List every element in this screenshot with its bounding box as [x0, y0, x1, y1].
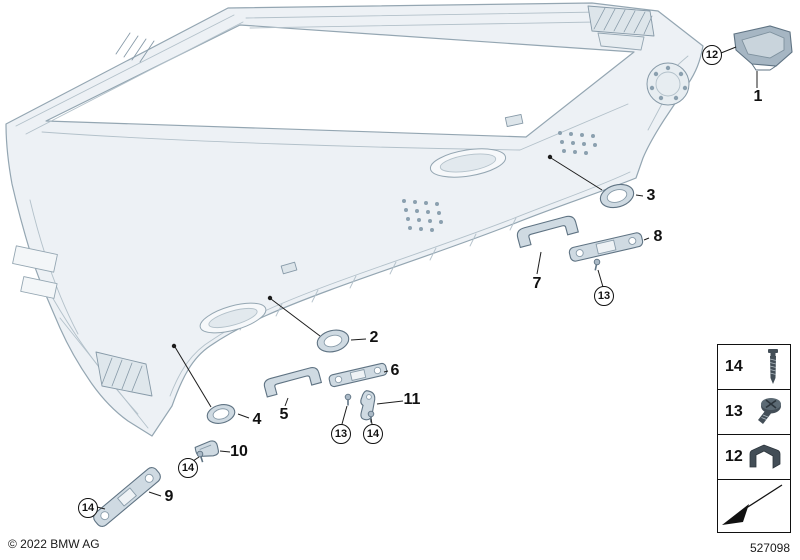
direction-of-travel-icon: [722, 484, 783, 525]
roof-frame-drawing: [5, 2, 704, 437]
screw-icon: [768, 349, 778, 384]
callout-part-2[interactable]: 2: [369, 329, 379, 346]
legend-label-14: 14: [725, 358, 743, 375]
part-3-drawing: [599, 183, 635, 209]
part-7-drawing: [516, 215, 579, 249]
legend-row-13[interactable]: 13: [718, 390, 790, 435]
leader-lines: [96, 46, 758, 510]
diagram-number: 527098: [749, 541, 790, 555]
perforation-detail: [402, 131, 597, 232]
callout-part-7[interactable]: 7: [532, 275, 542, 292]
part-4-drawing: [206, 404, 236, 424]
fastener-legend: 14 13: [717, 344, 791, 533]
legend-direction-cell: [718, 480, 790, 532]
legend-row-14[interactable]: 14: [718, 345, 790, 390]
callout-part-1[interactable]: 1: [753, 88, 763, 105]
left-quarter-detail: [12, 245, 153, 397]
spring-clip-icon: [749, 444, 781, 469]
small-screw-drawing: [196, 258, 601, 463]
callout-part-10[interactable]: 10: [230, 443, 248, 460]
part-5-drawing: [263, 367, 323, 398]
callout-part-14[interactable]: 14: [363, 424, 383, 444]
legend-label-13: 13: [725, 403, 743, 420]
callout-part-5[interactable]: 5: [279, 406, 289, 423]
callout-part-12[interactable]: 12: [702, 45, 722, 65]
callout-part-14[interactable]: 14: [78, 498, 98, 518]
copyright-notice: © 2022 BMW AG: [8, 537, 100, 551]
callout-part-14[interactable]: 14: [178, 458, 198, 478]
handle-recess-detail: [199, 148, 507, 334]
part-2-drawing: [316, 329, 350, 353]
cassette-detail: [587, 5, 655, 51]
callout-part-9[interactable]: 9: [164, 488, 174, 505]
part-9-drawing: [93, 467, 161, 527]
callout-part-13[interactable]: 13: [331, 424, 351, 444]
legend-label-12: 12: [725, 448, 743, 465]
callout-part-4[interactable]: 4: [252, 411, 262, 428]
callout-part-3[interactable]: 3: [646, 187, 656, 204]
part-1-drawing: [733, 25, 793, 71]
part-6-drawing: [328, 362, 388, 388]
pan-head-screw-icon: [758, 398, 781, 424]
callout-part-8[interactable]: 8: [653, 228, 663, 245]
callout-part-11[interactable]: 11: [403, 391, 421, 408]
callout-part-6[interactable]: 6: [390, 362, 400, 379]
callout-part-13[interactable]: 13: [594, 286, 614, 306]
speaker-detail: [646, 62, 690, 106]
part-8-drawing: [568, 232, 644, 262]
legend-row-12[interactable]: 12: [718, 435, 790, 480]
